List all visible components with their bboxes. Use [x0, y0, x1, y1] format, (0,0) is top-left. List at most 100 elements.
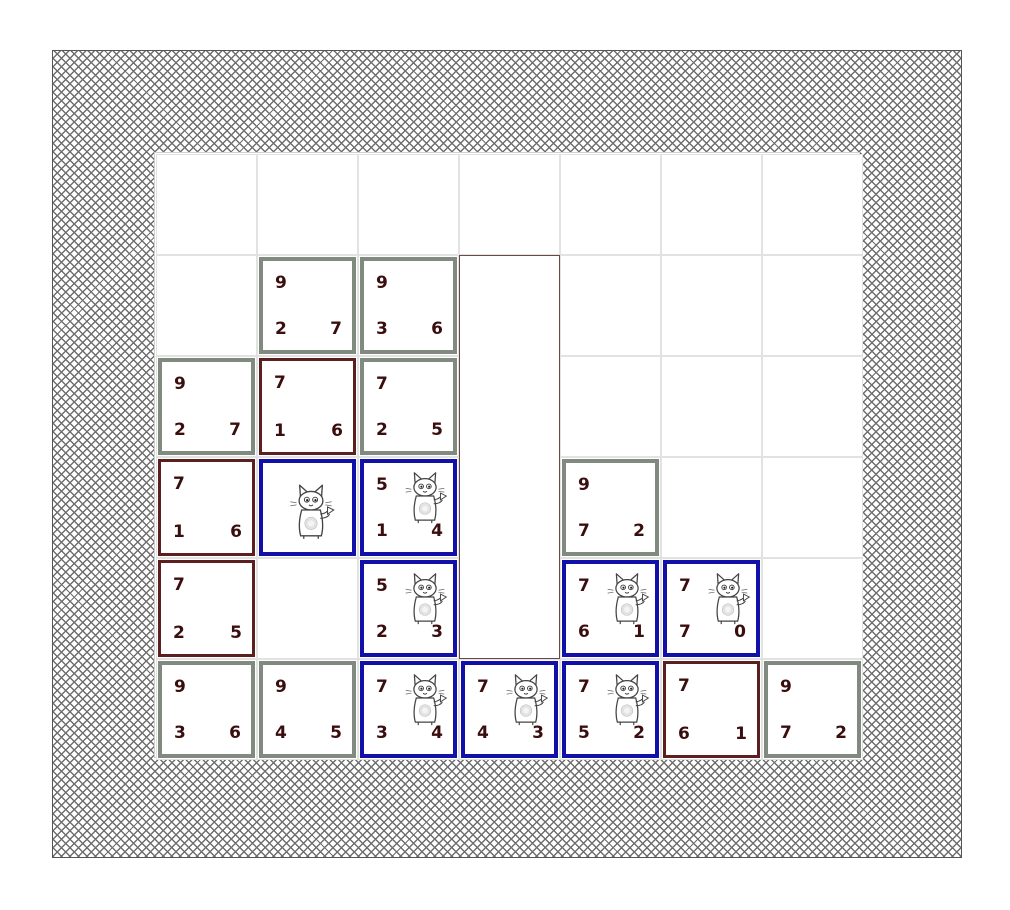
wall-column [459, 255, 560, 659]
grid-cell[interactable] [762, 457, 863, 558]
tile-right-number: 2 [835, 723, 847, 743]
cat-holding-fish-icon [289, 484, 335, 540]
grid-cell[interactable] [560, 154, 661, 255]
brown-tile[interactable]: 7 6 1 [663, 661, 760, 758]
cat-holding-fish-icon [405, 472, 447, 524]
tile-right-number: 6 [230, 522, 242, 542]
grid-cell[interactable] [762, 255, 863, 356]
tile-top-number: 7 [173, 575, 185, 595]
blue-tile[interactable]: 7 5 2 [562, 661, 659, 758]
grey-tile[interactable]: 9 3 6 [360, 257, 457, 354]
grid-cell[interactable] [762, 558, 863, 659]
tile-left-number: 2 [376, 420, 388, 440]
tile-top-number: 9 [275, 677, 287, 697]
blue-tile[interactable] [259, 459, 356, 556]
cat-holding-fish-icon [506, 674, 548, 726]
tile-left-number: 7 [780, 723, 792, 743]
grey-tile[interactable]: 7 2 5 [360, 358, 457, 455]
grid-cell[interactable] [762, 154, 863, 255]
tile-left-number: 1 [376, 521, 388, 541]
cat-holding-fish-icon [607, 573, 649, 625]
tile-right-number: 4 [431, 521, 443, 541]
blue-tile[interactable]: 7 7 0 [663, 560, 760, 657]
tile-left-number: 5 [578, 723, 590, 743]
tile-top-number: 9 [780, 677, 792, 697]
tile-left-number: 7 [679, 622, 691, 642]
grid-cell[interactable] [661, 154, 762, 255]
tile-top-number: 7 [173, 474, 185, 494]
grid-cell[interactable] [762, 356, 863, 457]
tile-top-number: 9 [275, 273, 287, 293]
brown-tile[interactable]: 7 1 6 [158, 459, 255, 556]
tile-right-number: 0 [734, 622, 746, 642]
grid-cell[interactable] [560, 356, 661, 457]
tile-right-number: 1 [735, 724, 747, 744]
tile-top-number: 7 [679, 576, 691, 596]
tile-right-number: 7 [330, 319, 342, 339]
tile-left-number: 2 [376, 622, 388, 642]
tile-top-number: 9 [174, 374, 186, 394]
tile-top-number: 7 [274, 373, 286, 393]
tile-right-number: 5 [230, 623, 242, 643]
tile-right-number: 3 [431, 622, 443, 642]
grid-cell[interactable] [358, 154, 459, 255]
grid-cell[interactable] [257, 154, 358, 255]
tile-left-number: 7 [578, 521, 590, 541]
blue-tile[interactable]: 7 6 1 [562, 560, 659, 657]
tile-top-number: 7 [578, 677, 590, 697]
tile-top-number: 9 [376, 273, 388, 293]
tile-top-number: 7 [578, 576, 590, 596]
tile-right-number: 3 [532, 723, 544, 743]
tile-right-number: 2 [633, 521, 645, 541]
tile-top-number: 7 [477, 677, 489, 697]
grid-cell[interactable] [661, 457, 762, 558]
grid-cell[interactable] [459, 154, 560, 255]
tile-top-number: 7 [376, 374, 388, 394]
grid-cell[interactable] [661, 356, 762, 457]
tile-left-number: 1 [173, 522, 185, 542]
grey-tile[interactable]: 9 2 7 [158, 358, 255, 455]
tile-left-number: 3 [376, 723, 388, 743]
grey-tile[interactable]: 9 2 7 [259, 257, 356, 354]
tile-left-number: 3 [174, 723, 186, 743]
tile-top-number: 9 [174, 677, 186, 697]
grey-tile[interactable]: 9 7 2 [764, 661, 861, 758]
tile-left-number: 2 [275, 319, 287, 339]
blue-tile[interactable]: 7 4 3 [461, 661, 558, 758]
blue-tile[interactable]: 7 3 4 [360, 661, 457, 758]
blue-tile[interactable]: 5 1 4 [360, 459, 457, 556]
tile-left-number: 2 [173, 623, 185, 643]
tile-left-number: 6 [578, 622, 590, 642]
tile-left-number: 1 [274, 421, 286, 441]
tile-left-number: 2 [174, 420, 186, 440]
tile-left-number: 3 [376, 319, 388, 339]
tile-right-number: 7 [229, 420, 241, 440]
tile-right-number: 5 [431, 420, 443, 440]
tile-top-number: 5 [376, 475, 388, 495]
tile-right-number: 5 [330, 723, 342, 743]
tile-top-number: 5 [376, 576, 388, 596]
tile-right-number: 1 [633, 622, 645, 642]
grid-cell[interactable] [156, 255, 257, 356]
tile-left-number: 4 [477, 723, 489, 743]
brown-tile[interactable]: 7 1 6 [259, 358, 356, 455]
tile-right-number: 6 [431, 319, 443, 339]
tile-top-number: 9 [578, 475, 590, 495]
tile-top-number: 7 [678, 676, 690, 696]
cat-holding-fish-icon [405, 674, 447, 726]
blue-tile[interactable]: 5 2 3 [360, 560, 457, 657]
tile-left-number: 6 [678, 724, 690, 744]
brown-tile[interactable]: 7 2 5 [158, 560, 255, 657]
tile-right-number: 6 [331, 421, 343, 441]
grey-tile[interactable]: 9 7 2 [562, 459, 659, 556]
tile-top-number: 7 [376, 677, 388, 697]
tile-right-number: 2 [633, 723, 645, 743]
grid-cell[interactable] [156, 154, 257, 255]
hole-cell [260, 561, 355, 656]
grid-cell[interactable] [661, 255, 762, 356]
grid-cell[interactable] [560, 255, 661, 356]
tile-right-number: 4 [431, 723, 443, 743]
